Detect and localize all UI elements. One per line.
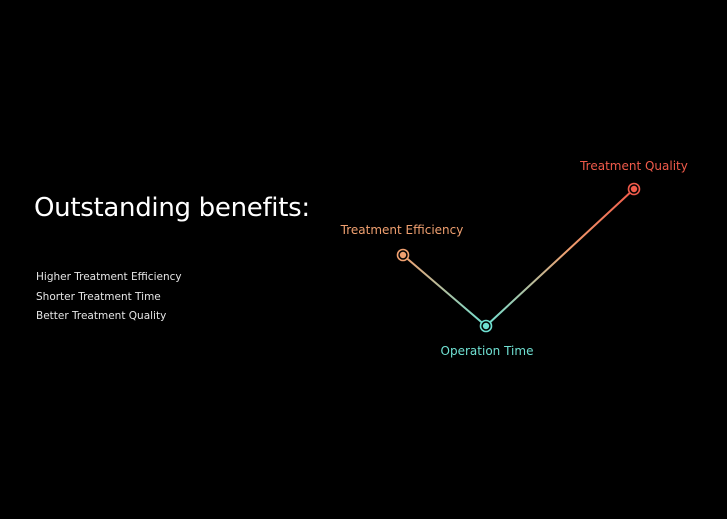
connector-right	[485, 188, 635, 327]
node-label-treatment-quality: Treatment Quality	[579, 159, 688, 173]
connector-left	[402, 254, 487, 327]
benefit-item: Shorter Treatment Time	[36, 290, 161, 303]
benefits-list: Higher Treatment Efficiency Shorter Trea…	[36, 268, 182, 327]
node-label-operation-time: Operation Time	[441, 344, 534, 358]
benefit-item: Higher Treatment Efficiency	[36, 271, 182, 283]
headline: Outstanding benefits:	[34, 193, 310, 223]
benefit-item: Better Treatment Quality	[36, 310, 167, 322]
node-treatment-efficiency: Treatment Efficiency	[340, 223, 464, 262]
node-label-treatment-efficiency: Treatment Efficiency	[340, 223, 464, 237]
node-operation-time: Operation Time	[441, 319, 534, 358]
node-treatment-quality: Treatment Quality	[579, 159, 688, 196]
